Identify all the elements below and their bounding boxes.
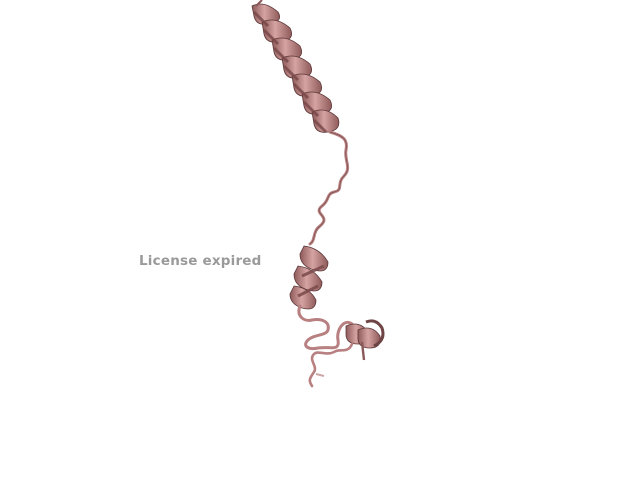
helix-3-back [365,319,385,348]
helix-1 [251,3,340,133]
license-watermark: License expired [139,253,262,269]
coil-2 [297,304,354,350]
helix-2-back-strands [297,264,325,298]
side-loop [360,341,366,361]
helix-1-back-strands [252,10,328,134]
helix-3 [345,323,381,349]
c-terminus [315,373,325,377]
coil-3 [308,342,354,388]
n-terminus [255,0,263,7]
helix-2 [289,245,329,310]
coil-1 [308,130,350,246]
